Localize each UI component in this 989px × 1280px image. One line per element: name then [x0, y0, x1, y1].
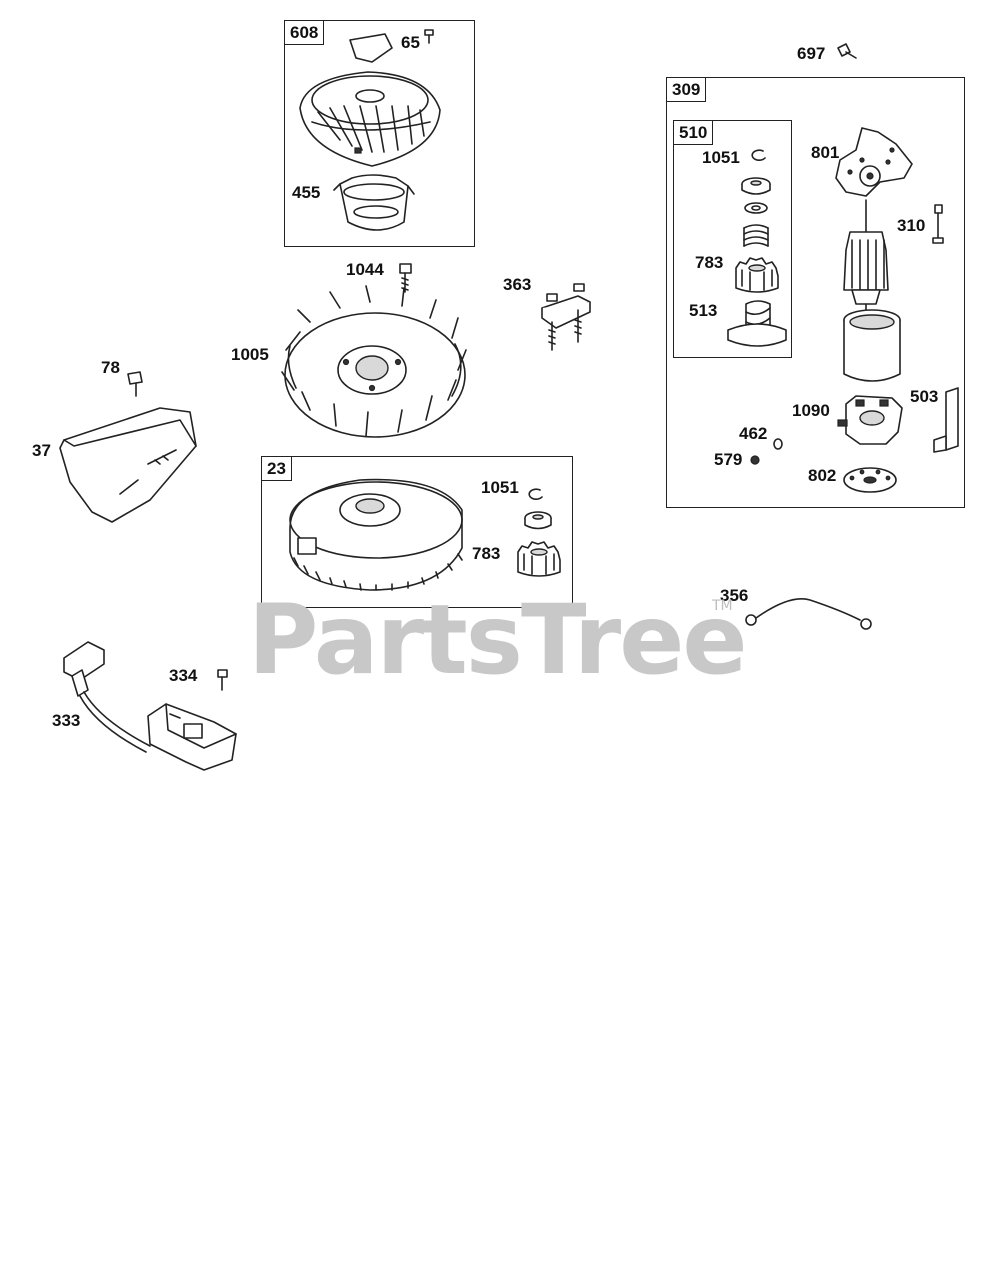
label-510-513[interactable]: 513 [689, 301, 718, 320]
label-37[interactable]: 37 [32, 441, 51, 460]
collar-icon[interactable] [741, 177, 771, 195]
label-462[interactable]: 462 [739, 424, 768, 443]
retaining-ring-1051-icon[interactable] [751, 149, 766, 161]
bracket-363-icon[interactable] [541, 283, 591, 351]
ignition-coil-333-icon[interactable] [63, 641, 237, 771]
label-334[interactable]: 334 [169, 666, 198, 685]
shroud-37-icon[interactable] [59, 407, 197, 523]
group-309-number: 309 [667, 78, 707, 102]
through-bolt-310-icon[interactable] [932, 204, 944, 244]
label-1044[interactable]: 1044 [346, 260, 384, 279]
fan-1005-icon[interactable] [281, 285, 467, 438]
screw-65-icon[interactable] [424, 29, 434, 44]
nut-579-icon[interactable] [750, 455, 760, 465]
pinion-gear-783-icon[interactable] [735, 257, 779, 293]
label-333[interactable]: 333 [52, 711, 81, 730]
partstree-watermark: PartsTree [248, 584, 747, 696]
brush-holder-1090-icon[interactable] [837, 395, 903, 445]
trademark-mark: TM [712, 598, 733, 614]
group-23-number: 23 [262, 457, 292, 481]
collar-b-icon[interactable] [524, 511, 552, 530]
label-78[interactable]: 78 [101, 358, 120, 377]
label-455[interactable]: 455 [292, 183, 321, 202]
pinion-gear-783b-icon[interactable] [517, 541, 561, 577]
ground-cable-356-icon[interactable] [745, 598, 872, 630]
label-1005[interactable]: 1005 [231, 345, 269, 364]
label-802[interactable]: 802 [808, 466, 837, 485]
bolt-1044-icon[interactable] [399, 263, 412, 293]
armature-icon[interactable] [843, 199, 889, 313]
label-579[interactable]: 579 [714, 450, 743, 469]
label-801[interactable]: 801 [811, 143, 840, 162]
end-cap-801-icon[interactable] [835, 127, 913, 197]
group-23-box: 23 [261, 456, 573, 608]
label-510-783[interactable]: 783 [695, 253, 724, 272]
screw-334-icon[interactable] [217, 669, 228, 691]
washer-462-icon[interactable] [773, 438, 783, 450]
label-356[interactable]: 356 [720, 586, 749, 605]
strip-503-icon[interactable] [933, 387, 959, 453]
retaining-ring-1051b-icon[interactable] [528, 488, 543, 500]
label-1090[interactable]: 1090 [792, 401, 830, 420]
group-608-box: 608 [284, 20, 475, 247]
screw-697-icon[interactable] [837, 43, 857, 59]
plate-802-icon[interactable] [843, 467, 897, 493]
motor-housing-icon[interactable] [843, 309, 901, 382]
label-23-1051[interactable]: 1051 [481, 478, 519, 497]
starter-cup-455-icon[interactable] [333, 174, 415, 231]
washer-icon[interactable] [744, 202, 768, 214]
group-510-box: 510 [673, 120, 792, 358]
label-363[interactable]: 363 [503, 275, 532, 294]
label-310[interactable]: 310 [897, 216, 926, 235]
label-65[interactable]: 65 [401, 33, 420, 52]
label-697[interactable]: 697 [797, 44, 826, 63]
label-503[interactable]: 503 [910, 387, 939, 406]
group-608-number: 608 [285, 21, 325, 45]
label-23-783[interactable]: 783 [472, 544, 501, 563]
flywheel-23-icon[interactable] [289, 478, 463, 591]
label-510-1051[interactable]: 1051 [702, 148, 740, 167]
group-309-box: 309 [666, 77, 965, 508]
spring-icon[interactable] [743, 224, 769, 247]
group-510-number: 510 [674, 121, 714, 145]
recoil-starter-icon[interactable] [299, 33, 441, 167]
bolt-78-icon[interactable] [127, 371, 143, 397]
drive-513-icon[interactable] [727, 300, 787, 347]
